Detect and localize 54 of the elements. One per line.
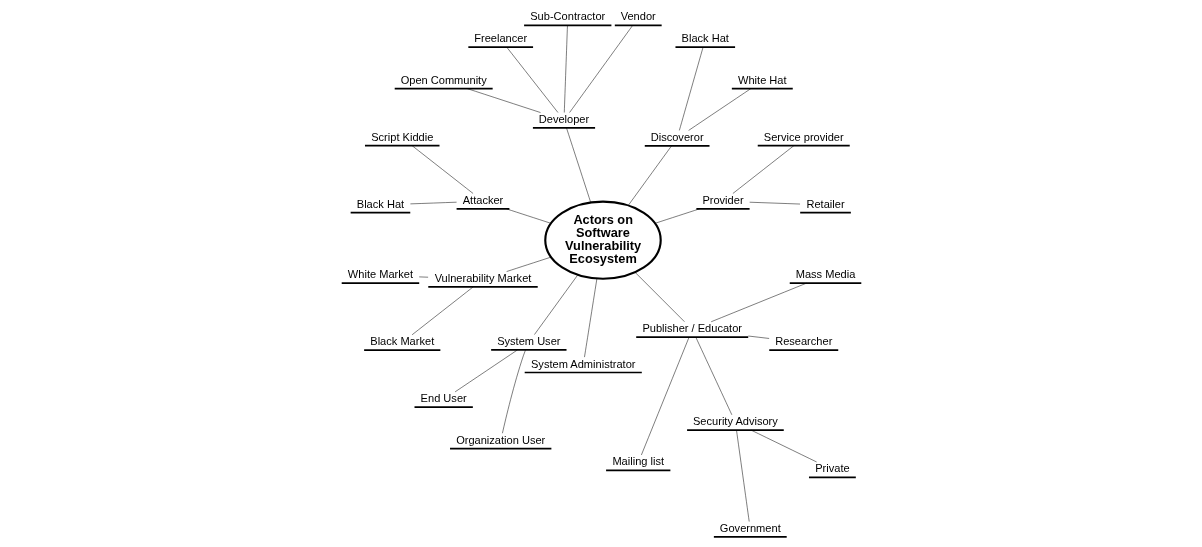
node-text: White Market bbox=[347, 268, 413, 281]
node-text: Provider bbox=[701, 193, 744, 206]
connector bbox=[687, 88, 751, 131]
node-text: Vulnerability Market bbox=[434, 271, 531, 284]
node-text: Security Advisory bbox=[692, 415, 778, 428]
node-text: Sub-Contractor bbox=[529, 10, 605, 23]
connector bbox=[710, 282, 807, 323]
connector bbox=[654, 208, 700, 224]
connector bbox=[747, 335, 769, 339]
connector bbox=[640, 336, 689, 456]
node-text: Discoveror bbox=[650, 130, 704, 143]
connector bbox=[634, 272, 685, 322]
connector bbox=[505, 256, 551, 272]
connector bbox=[466, 88, 541, 113]
node-text: Black Hat bbox=[681, 32, 729, 45]
node-text: Freelancer bbox=[473, 32, 527, 45]
connector bbox=[411, 286, 473, 336]
node-text: Mailing list bbox=[611, 455, 664, 468]
connector bbox=[568, 25, 633, 113]
node-text: Vendor bbox=[620, 10, 656, 23]
connector bbox=[695, 336, 732, 416]
node-text: Script Kiddie bbox=[370, 130, 433, 143]
node-text: Researcher bbox=[774, 335, 832, 348]
connector bbox=[563, 25, 568, 113]
connector bbox=[411, 145, 473, 194]
connector bbox=[454, 349, 518, 393]
node-text: End User bbox=[420, 392, 467, 405]
connector bbox=[533, 274, 578, 335]
node-text: Private bbox=[814, 462, 850, 475]
node-text: System User bbox=[496, 334, 560, 347]
node-text: System Administrator bbox=[530, 357, 636, 370]
node-text: Service provider bbox=[763, 130, 844, 143]
connector bbox=[732, 145, 794, 194]
connector bbox=[565, 127, 591, 203]
node-text: Attacker bbox=[462, 193, 503, 206]
connector bbox=[506, 46, 558, 113]
node-text: Open Community bbox=[400, 73, 487, 86]
connector bbox=[678, 46, 703, 131]
node-ellipse: Actors on Software Vulnerability Ecosystem bbox=[543, 200, 662, 280]
node-text: Publisher / Educator bbox=[641, 322, 742, 335]
node-text: Mass Media bbox=[795, 268, 855, 281]
node-text: Black Market bbox=[369, 335, 434, 348]
connector bbox=[583, 278, 597, 358]
connector bbox=[627, 145, 672, 206]
connector bbox=[735, 429, 749, 522]
node-text: Retailer bbox=[805, 197, 845, 210]
node-text: Government bbox=[719, 521, 781, 534]
node-text: Black Hat bbox=[356, 197, 404, 210]
node-text: Organization User bbox=[455, 433, 545, 446]
connector bbox=[501, 349, 526, 434]
node-text: White Hat bbox=[737, 73, 787, 86]
node-text: Developer bbox=[538, 112, 589, 125]
connector bbox=[505, 208, 551, 224]
connector bbox=[750, 429, 817, 463]
